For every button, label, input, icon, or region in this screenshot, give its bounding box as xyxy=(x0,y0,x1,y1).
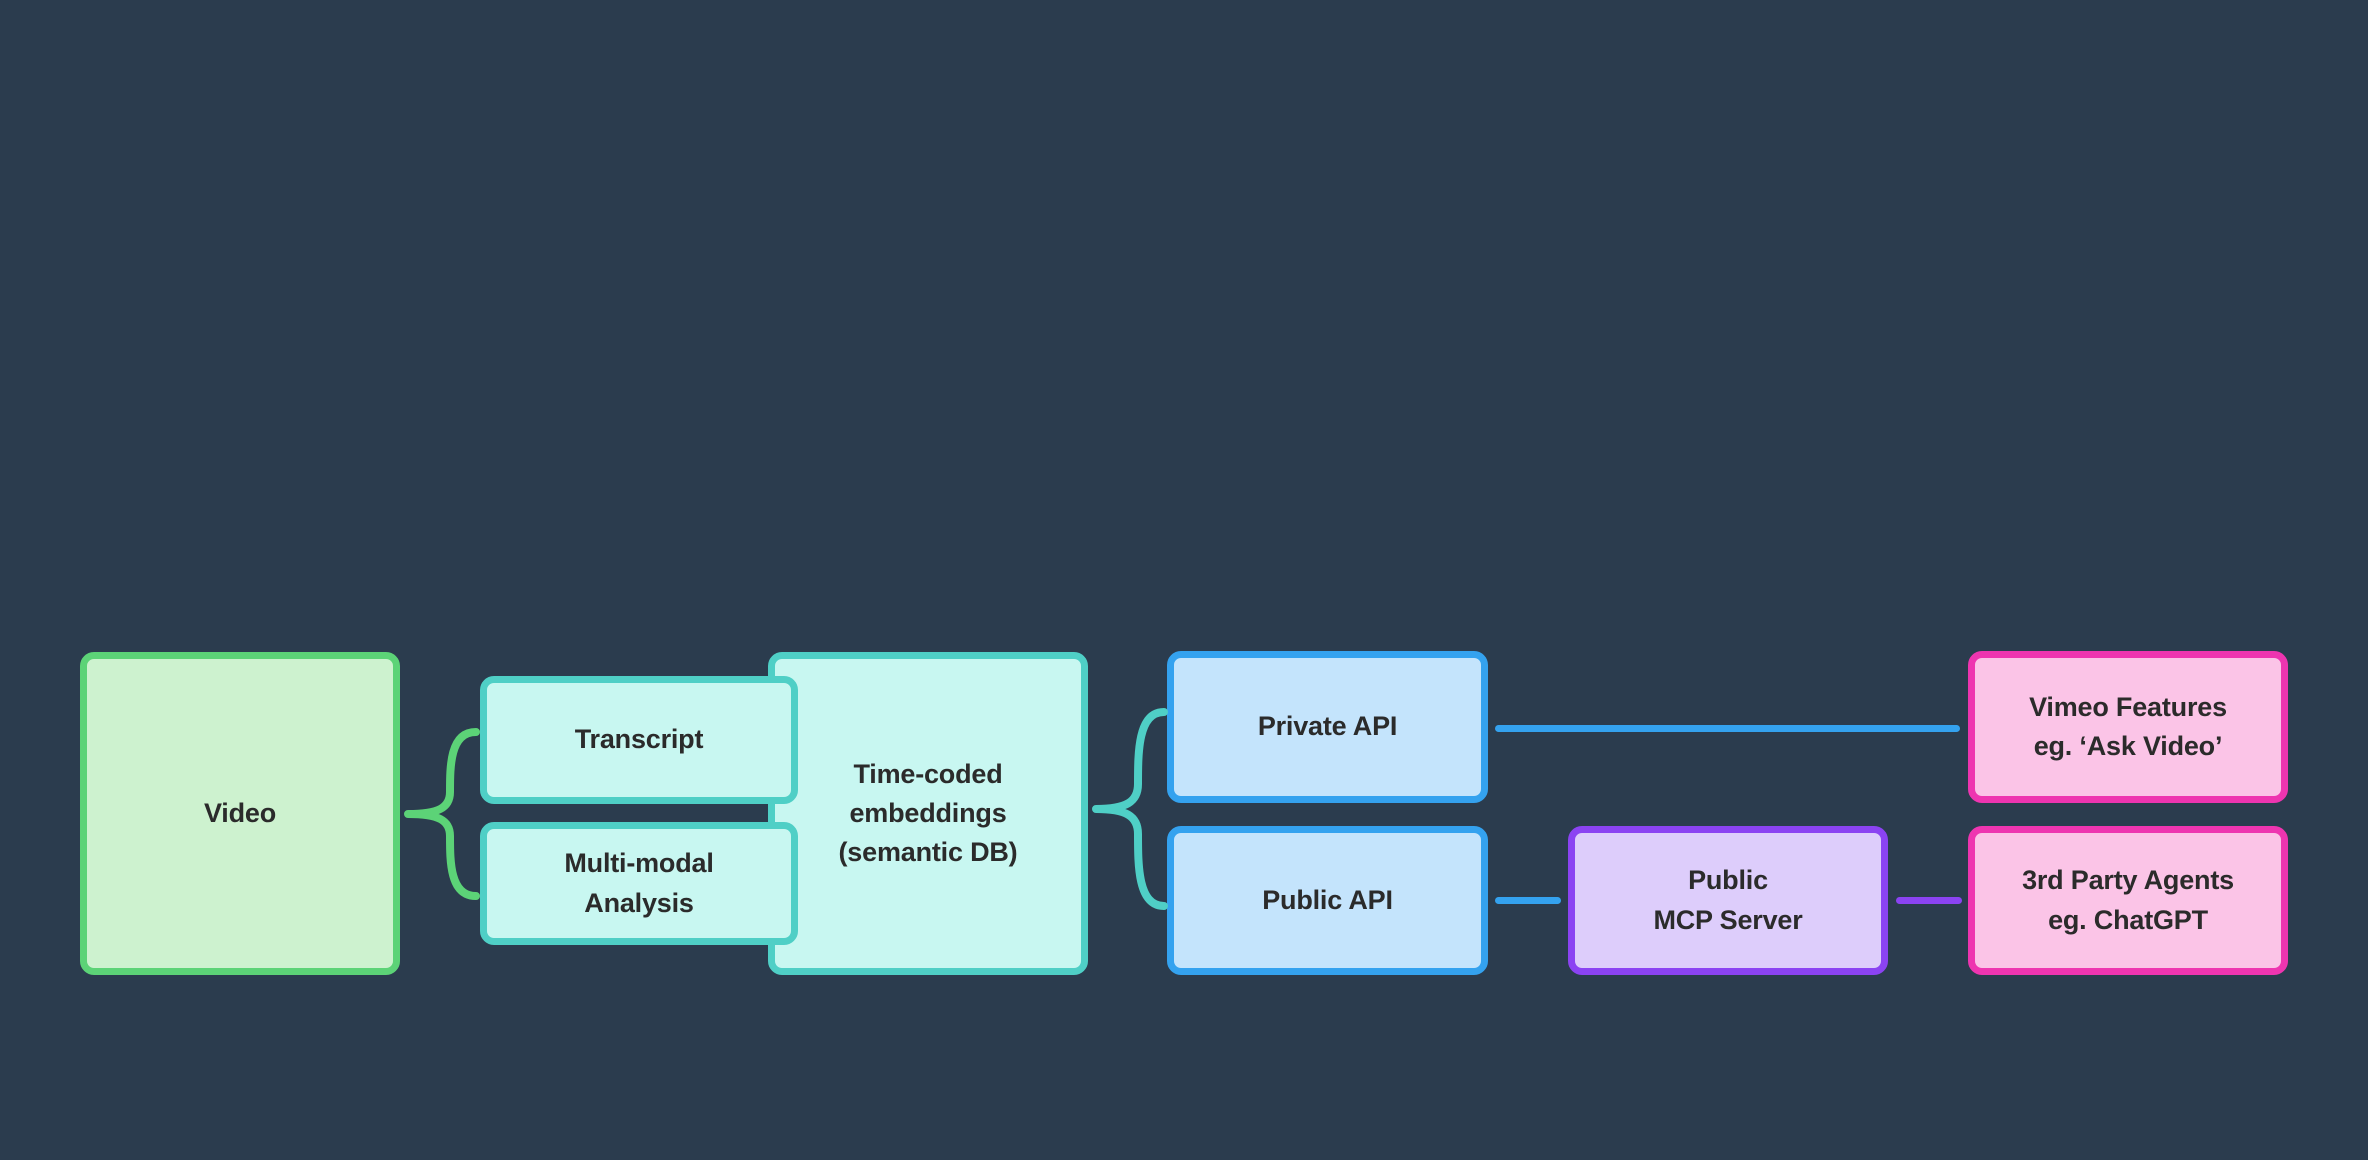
node-transcript-label: Transcript xyxy=(574,724,704,755)
curly-brace-embeddings-to-apis xyxy=(1092,708,1168,910)
node-third-party-agents[interactable]: 3rd Party Agents eg. ChatGPT xyxy=(1968,826,2288,975)
node-video-label: Video xyxy=(203,797,277,828)
edge-mcp-server-to-third-party-agents xyxy=(1896,897,1962,904)
node-vimeo-features-label: Vimeo Features eg. ‘Ask Video’ xyxy=(2029,691,2227,761)
node-video[interactable]: Video xyxy=(80,652,400,975)
node-transcript[interactable]: Transcript xyxy=(480,676,798,804)
node-multi-modal-analysis-label: Multi-modal Analysis xyxy=(564,848,714,918)
node-time-coded-embeddings[interactable]: Time-coded embeddings (semantic DB) xyxy=(768,652,1088,975)
node-third-party-agents-label: 3rd Party Agents eg. ChatGPT xyxy=(2022,865,2234,935)
node-public-mcp-server-label: Public MCP Server xyxy=(1653,865,1803,935)
node-time-coded-embeddings-label: Time-coded embeddings (semantic DB) xyxy=(838,758,1018,868)
node-public-api-label: Public API xyxy=(1262,884,1393,915)
node-vimeo-features[interactable]: Vimeo Features eg. ‘Ask Video’ xyxy=(1968,651,2288,803)
node-public-api[interactable]: Public API xyxy=(1167,826,1488,975)
node-public-mcp-server[interactable]: Public MCP Server xyxy=(1568,826,1888,975)
node-private-api-label: Private API xyxy=(1257,711,1398,742)
curly-brace-video-to-inputs xyxy=(404,728,480,900)
node-multi-modal-analysis[interactable]: Multi-modal Analysis xyxy=(480,822,798,945)
edge-private-api-to-vimeo-features xyxy=(1495,725,1960,732)
node-private-api[interactable]: Private API xyxy=(1167,651,1488,803)
edge-public-api-to-mcp-server xyxy=(1495,897,1561,904)
